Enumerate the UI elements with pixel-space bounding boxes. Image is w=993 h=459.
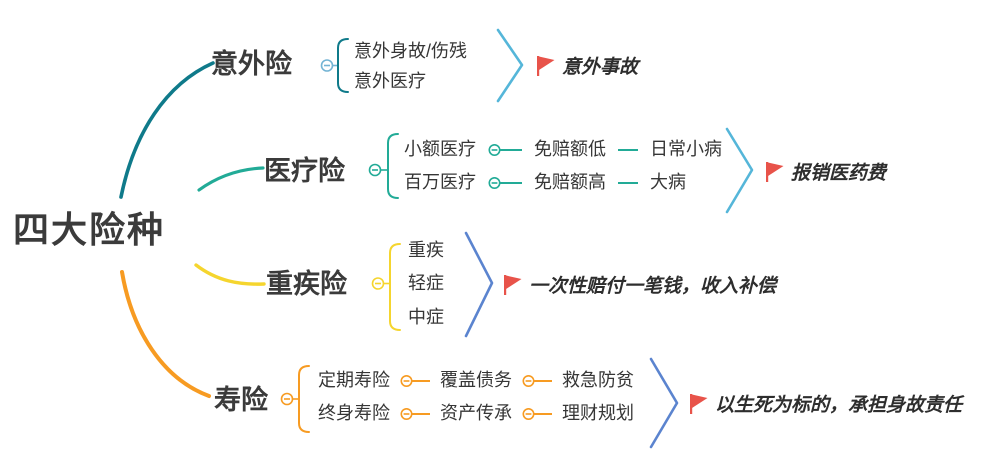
topic-node[interactable]: 中症 [408,307,444,327]
summary-label: 意外事故 [562,57,639,78]
branch-node-life[interactable]: 寿险 [214,385,268,415]
topic-node[interactable]: 重疾 [408,240,444,260]
topic-node[interactable]: 意外医疗 [354,71,426,91]
branch-node-accident[interactable]: 意外险 [211,49,292,79]
root-node[interactable]: 四大险种 [13,209,166,250]
summary-label: 以生死为标的，承担身故责任 [715,395,963,416]
flag-icon [504,274,522,295]
collapse-connector-icon[interactable] [522,374,552,388]
topic-node[interactable]: 救急防贫 [562,370,634,390]
branch-node-medical[interactable]: 医疗险 [264,156,345,186]
topic-chain: 小额医疗 免赔额低 日常小病 [404,139,722,160]
collapse-connector-icon[interactable] [400,374,430,388]
topic-node[interactable]: 轻症 [408,273,444,293]
flag-icon [690,393,708,414]
topic-chain: 定期寿险 覆盖债务 救急防贫 [318,370,634,391]
topic-node[interactable]: 日常小病 [650,139,722,159]
bracket-connector [337,38,349,93]
collapse-icon[interactable] [371,277,391,290]
flag-icon [766,161,784,182]
topic-node[interactable]: 理财规划 [562,403,634,423]
collapse-connector-icon[interactable] [488,176,522,190]
collapse-icon[interactable] [280,392,300,406]
branch-curve-critical [194,263,266,286]
topic-node[interactable]: 小额医疗 [404,139,476,159]
branch-curve-accident [119,61,215,199]
collapse-connector-icon[interactable] [522,407,552,421]
collapse-connector-icon[interactable] [400,407,430,421]
summary-label: 一次性赔付一笔钱，收入补偿 [529,276,777,297]
connector-line [618,148,638,151]
summary-topic[interactable]: 以生死为标的，承担身故责任 [688,390,962,417]
branch-curve-medical [197,166,265,192]
collapse-connector-icon[interactable] [488,143,522,157]
bracket-connector [389,243,401,331]
topic-node[interactable]: 资产传承 [440,403,512,423]
topic-chain: 百万医疗 免赔额高 大病 [404,172,686,193]
summary-topic[interactable]: 意外事故 [535,52,638,79]
connector-line [618,181,638,184]
summary-topic[interactable]: 一次性赔付一笔钱，收入补偿 [502,271,776,298]
branch-node-critical[interactable]: 重疾险 [266,269,347,299]
topic-node[interactable]: 免赔额高 [534,172,606,192]
flag-icon [537,55,555,76]
topic-node[interactable]: 大病 [650,172,686,192]
bracket-connector [387,133,399,199]
branch-curve-life [120,270,211,398]
topic-chain: 终身寿险 资产传承 理财规划 [318,403,634,424]
summary-topic[interactable]: 报销医药费 [764,158,886,185]
collapse-icon[interactable] [368,163,389,177]
summary-label: 报销医药费 [791,163,887,184]
topic-node[interactable]: 覆盖债务 [440,370,512,390]
topic-node[interactable]: 定期寿险 [318,370,390,390]
collapse-icon[interactable] [320,59,339,72]
bracket-connector [298,365,310,433]
topic-node[interactable]: 终身寿险 [318,403,390,423]
topic-node[interactable]: 百万医疗 [404,172,476,192]
topic-node[interactable]: 免赔额低 [534,139,606,159]
topic-node[interactable]: 意外身故/伤残 [354,41,468,61]
